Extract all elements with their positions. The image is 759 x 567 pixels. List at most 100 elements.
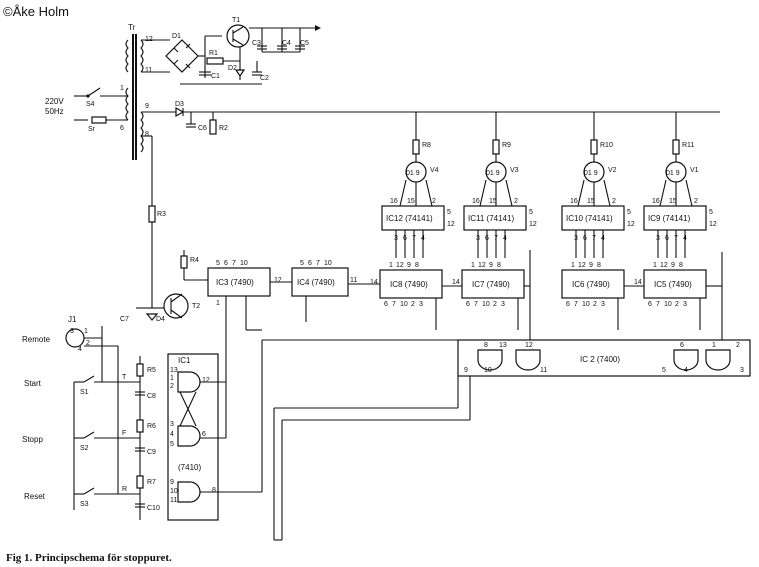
j1-pin-2: 2 bbox=[86, 340, 90, 347]
switch-s4-label: S4 bbox=[86, 101, 95, 108]
ic9-label: IC9 (74141) bbox=[648, 214, 691, 223]
tube-group-v4: R8 01 9 V4 bbox=[399, 112, 439, 207]
ic7-pin-14: 14 bbox=[452, 279, 460, 286]
ic4-pin-6: 6 bbox=[308, 260, 312, 267]
r10-label: R10 bbox=[600, 142, 613, 149]
ic8-pin-2: 2 bbox=[411, 301, 415, 308]
r7-label: R7 bbox=[147, 479, 156, 486]
ic1-gate-b bbox=[177, 425, 201, 447]
transistor-t1 bbox=[226, 24, 250, 48]
ic9-pin-16: 16 bbox=[652, 198, 660, 205]
v1-pins: 01 9 bbox=[666, 170, 680, 177]
tr-pin-1: 1 bbox=[120, 85, 124, 92]
ic11-pin-12: 12 bbox=[529, 221, 537, 228]
c1-label: C1 bbox=[211, 73, 220, 80]
mains-frequency: 50Hz bbox=[45, 107, 64, 116]
ic9-pin-15: 15 bbox=[669, 198, 677, 205]
counter-ic7: IC7 (7490) 1 12 9 8 14 6 7 10 2 3 bbox=[452, 262, 525, 308]
s2-label: S2 bbox=[80, 445, 89, 452]
ic3-pin-5: 5 bbox=[216, 260, 220, 267]
ic10-label: IC10 (74141) bbox=[566, 214, 613, 223]
tr-pin-9: 9 bbox=[145, 103, 149, 110]
ic1-pin-3: 3 bbox=[170, 421, 174, 428]
ic11-pin-2: 2 bbox=[514, 198, 518, 205]
ic4-label: IC4 (7490) bbox=[297, 278, 335, 287]
ic5-label: IC5 (7490) bbox=[654, 280, 692, 289]
v3-pins: 01 9 bbox=[486, 170, 500, 177]
switch-s3[interactable] bbox=[83, 487, 95, 495]
switch-s1[interactable] bbox=[83, 375, 95, 383]
counter-ic6: IC6 (7490) 1 12 9 8 6 7 10 2 3 bbox=[561, 262, 625, 308]
ic6-pin-1: 1 bbox=[571, 262, 575, 269]
ic6-pin-2: 2 bbox=[593, 301, 597, 308]
ic6-label: IC6 (7490) bbox=[572, 280, 610, 289]
ic8-pin-8: 8 bbox=[415, 262, 419, 269]
ic2-pin-8: 8 bbox=[484, 342, 488, 349]
c9-label: C9 bbox=[147, 449, 156, 456]
interconnect bbox=[225, 296, 701, 541]
diode-d4 bbox=[145, 313, 159, 321]
start-label: Start bbox=[24, 379, 42, 388]
r5-label: R5 bbox=[147, 367, 156, 374]
r1-label: R1 bbox=[209, 50, 218, 57]
ic7-label: IC7 (7490) bbox=[472, 280, 510, 289]
ic6-pin-3: 3 bbox=[601, 301, 605, 308]
ic9-pin-2: 2 bbox=[694, 198, 698, 205]
ic5-pin-6: 6 bbox=[648, 301, 652, 308]
jack-j1[interactable] bbox=[65, 328, 85, 348]
reset-label: Reset bbox=[24, 492, 46, 501]
decoder-ic10: IC10 (74141) 16 15 2 5 12 3 6 7 4 bbox=[561, 198, 635, 258]
ic5-pin-1: 1 bbox=[653, 262, 657, 269]
ic12-pin-12: 12 bbox=[447, 221, 455, 228]
r4-label: R4 bbox=[190, 257, 199, 264]
ic8-pin-6: 6 bbox=[384, 301, 388, 308]
ic1-pin-5: 5 bbox=[170, 441, 174, 448]
ic3-pin-6: 6 bbox=[224, 260, 228, 267]
tube-group-v3: R9 01 9 V3 bbox=[479, 112, 519, 207]
ic7-pin-10: 10 bbox=[482, 301, 490, 308]
v3-label: V3 bbox=[510, 167, 519, 174]
v4-label: V4 bbox=[430, 167, 439, 174]
ic1-gate-c bbox=[177, 481, 201, 503]
j1-pin-1: 1 bbox=[84, 328, 88, 335]
ic2-pin-1: 1 bbox=[712, 342, 716, 349]
resistor-r7 bbox=[136, 475, 144, 489]
ic2-pin-12: 12 bbox=[525, 342, 533, 349]
ic7-pin-8: 8 bbox=[497, 262, 501, 269]
ic3-label: IC3 (7490) bbox=[216, 278, 254, 287]
display-section: R8 01 9 V4 R9 01 9 V3 R10 01 9 V2 bbox=[381, 112, 717, 258]
decoder-ic12: IC12 (74141) 16 15 2 5 12 3 6 7 4 bbox=[381, 198, 455, 258]
ic12-pin-2: 2 bbox=[432, 198, 436, 205]
ic7-pin-12: 12 bbox=[478, 262, 486, 269]
ic8-pin-12: 12 bbox=[396, 262, 404, 269]
ic10-pin-12: 12 bbox=[627, 221, 635, 228]
r9-label: R9 bbox=[502, 142, 511, 149]
ic8-pin-10: 10 bbox=[400, 301, 408, 308]
diode-bridge-d1 bbox=[165, 39, 199, 73]
j1-label: J1 bbox=[68, 315, 77, 324]
ic1-label: IC1 bbox=[178, 356, 191, 365]
ic12-pin-15: 15 bbox=[407, 198, 415, 205]
ic8-pin-7: 7 bbox=[392, 301, 396, 308]
ic4-pin-5: 5 bbox=[300, 260, 304, 267]
stopp-label: Stopp bbox=[22, 435, 43, 444]
s1-label: S1 bbox=[80, 389, 89, 396]
ic2-pin-6: 6 bbox=[680, 342, 684, 349]
r6-label: R6 bbox=[147, 423, 156, 430]
ic2-outline bbox=[457, 339, 751, 377]
ic6-pin-12: 12 bbox=[578, 262, 586, 269]
c6-label: C6 bbox=[198, 125, 207, 132]
hv-rail: D3 C6 R2 bbox=[141, 101, 720, 206]
c8-label: C8 bbox=[147, 393, 156, 400]
r2-label: R2 bbox=[219, 125, 228, 132]
ic2-gate-b bbox=[515, 349, 541, 371]
ic7-pin-2: 2 bbox=[493, 301, 497, 308]
ic1-pin-6: 6 bbox=[202, 431, 206, 438]
v2-label: V2 bbox=[608, 167, 617, 174]
ic7-pin-6: 6 bbox=[466, 301, 470, 308]
r11-label: R11 bbox=[682, 142, 694, 149]
ic1-pin-11: 11 bbox=[170, 497, 177, 504]
switch-s2[interactable] bbox=[83, 431, 95, 439]
transistor-t2 bbox=[163, 293, 189, 319]
